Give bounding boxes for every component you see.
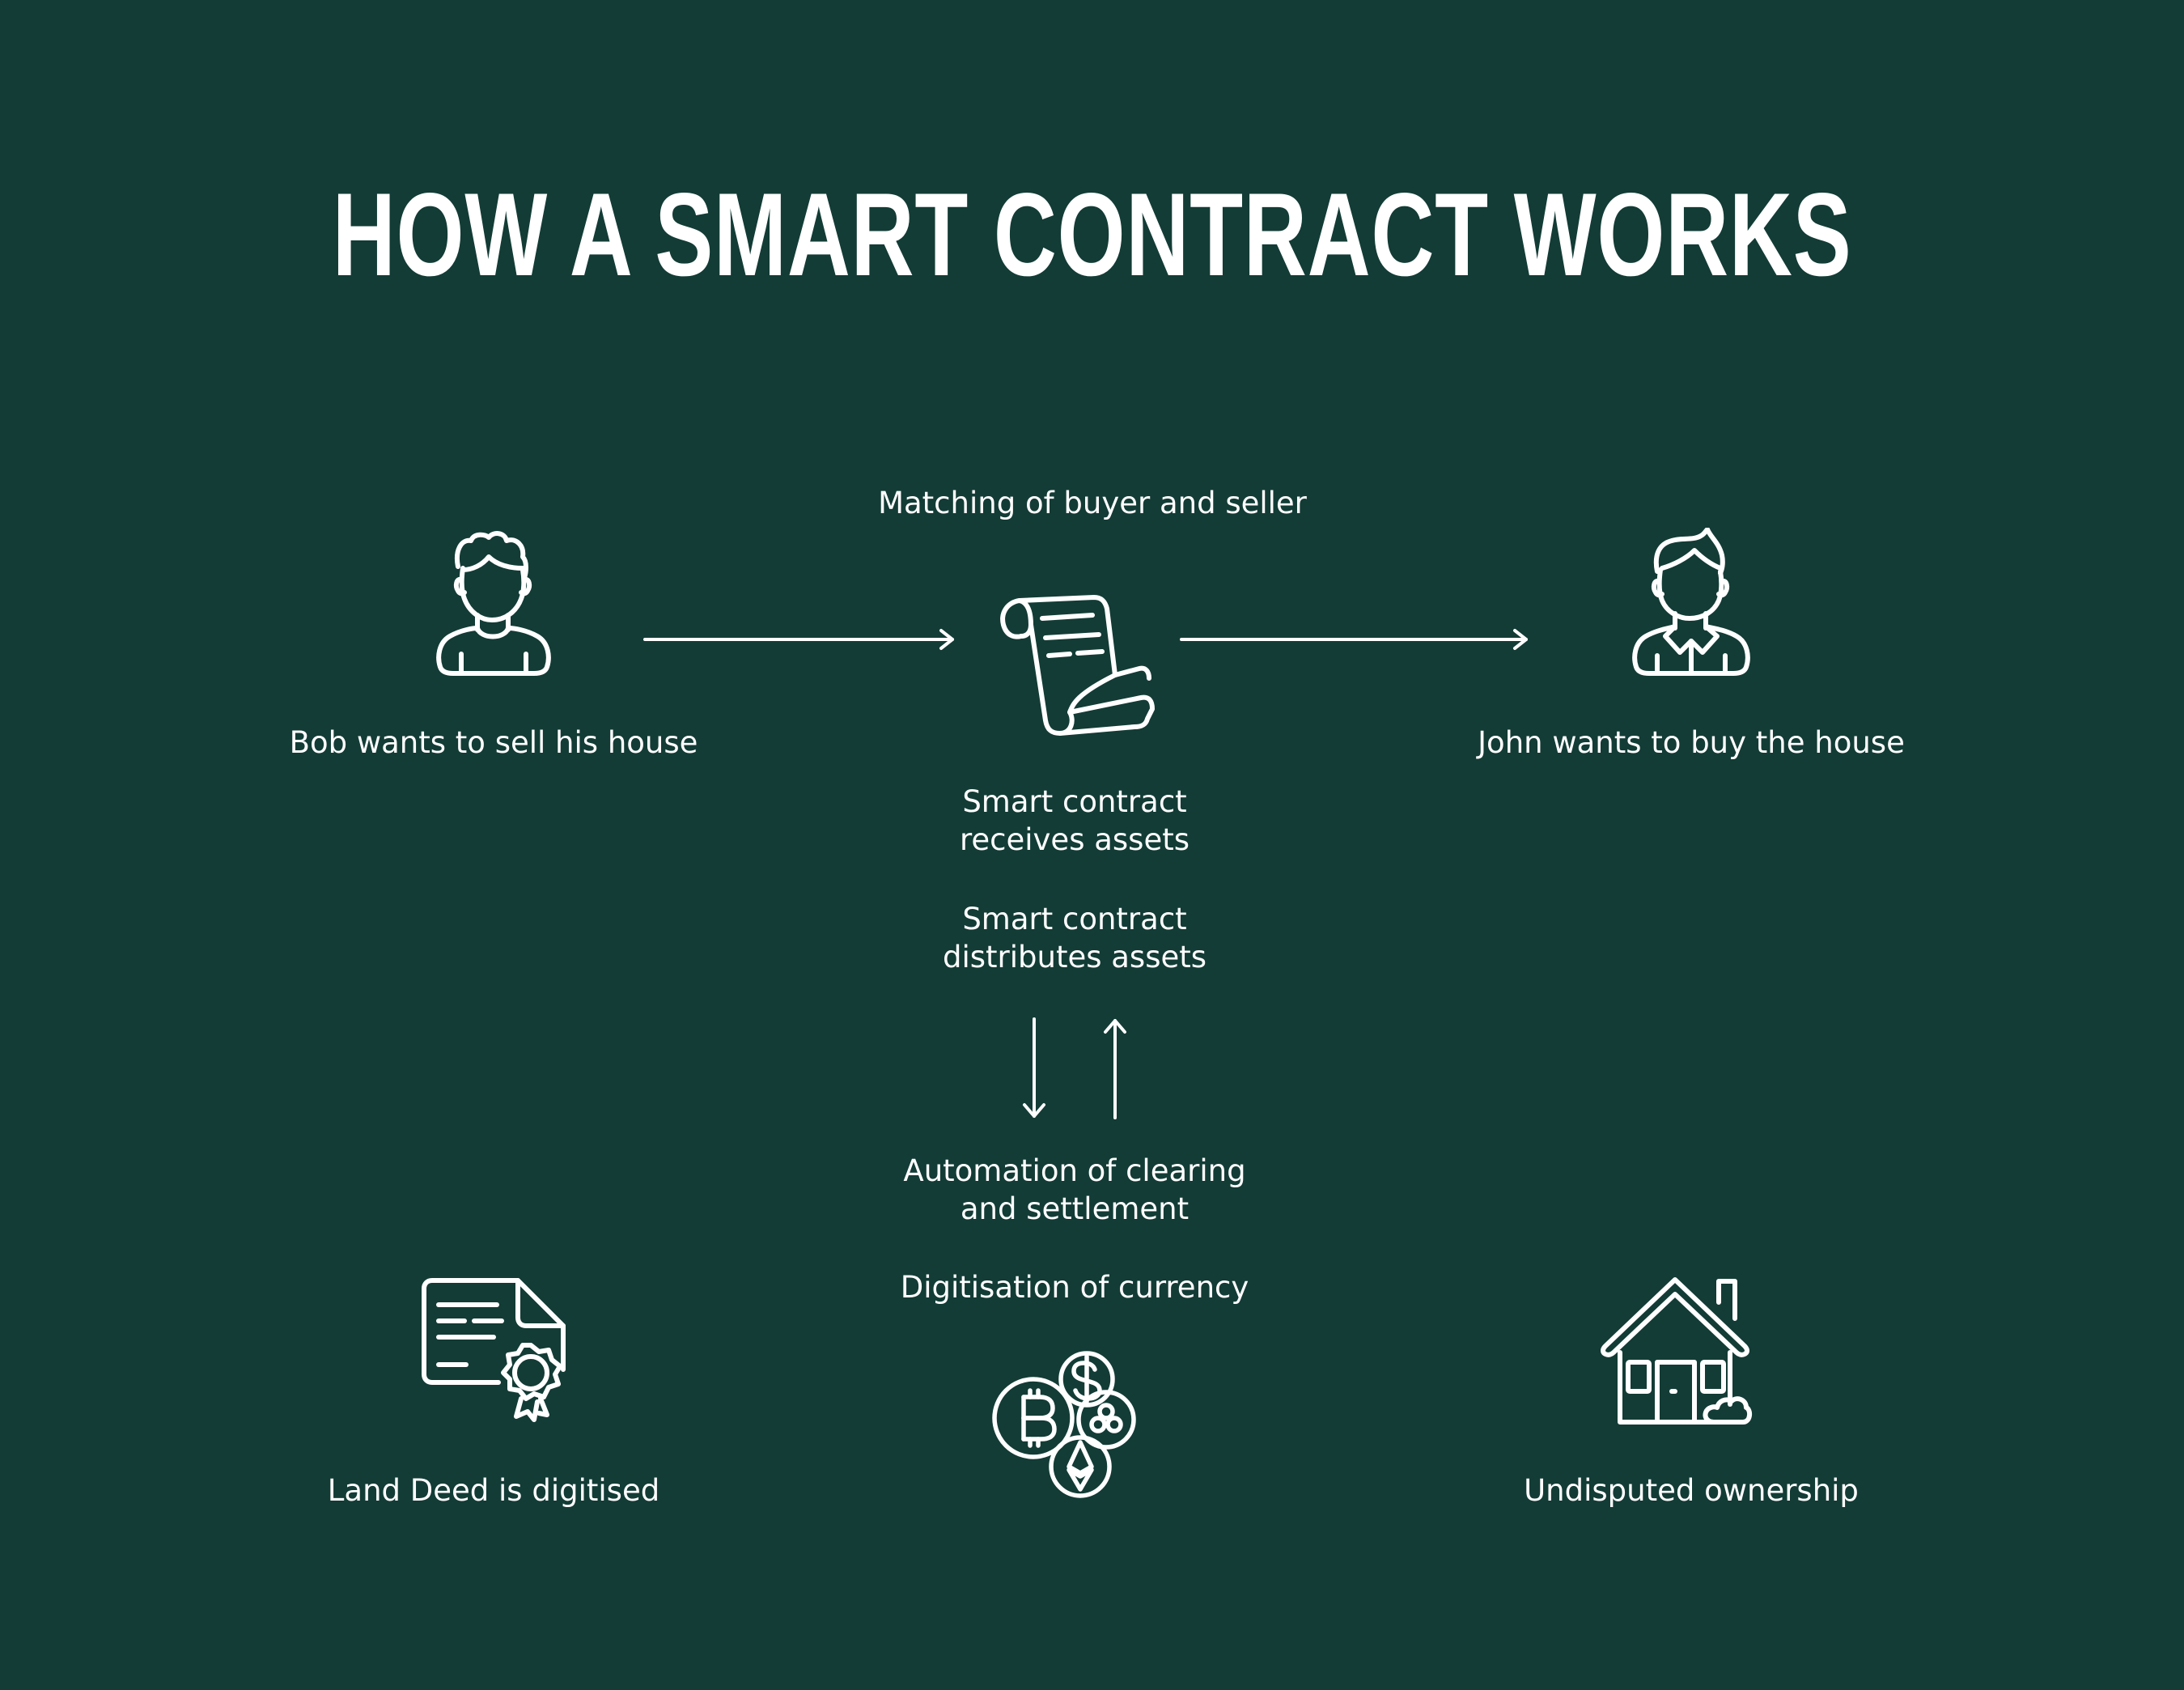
digitisation-label: Digitisation of currency — [900, 1270, 1249, 1305]
automation-label: Automation of clearing and settlement — [832, 1152, 1317, 1228]
smart-contract-scroll-icon — [995, 591, 1157, 737]
arrow-right-to-buyer — [1178, 626, 1531, 652]
land-deed-label: Land Deed is digitised — [327, 1473, 660, 1508]
buyer-person-icon — [1626, 528, 1756, 680]
automation-line-2: and settlement — [960, 1191, 1190, 1226]
arrow-down-icon — [1020, 1016, 1048, 1121]
cryptocurrency-coins-icon — [991, 1350, 1142, 1501]
land-deed-certificate-icon — [421, 1277, 566, 1423]
contract-receives-label: Smart contract receives assets — [832, 783, 1317, 859]
matching-label: Matching of buyer and seller — [878, 486, 1307, 520]
buyer-label: John wants to buy the house — [1478, 725, 1905, 760]
contract-receives-line-2: receives assets — [959, 822, 1190, 857]
house-ownership-icon — [1601, 1275, 1754, 1429]
contract-distributes-label: Smart contract distributes assets — [832, 900, 1317, 976]
automation-line-1: Automation of clearing — [903, 1153, 1246, 1188]
arrow-right-to-contract — [642, 626, 957, 652]
seller-person-icon — [429, 528, 558, 680]
contract-distributes-line-1: Smart contract — [962, 902, 1187, 936]
arrow-up-icon — [1101, 1016, 1129, 1121]
seller-label: Bob wants to sell his house — [289, 725, 698, 760]
contract-distributes-line-2: distributes assets — [942, 940, 1207, 975]
contract-receives-line-1: Smart contract — [962, 784, 1187, 819]
page-title: HOW A SMART CONTRACT WORKS — [332, 168, 1852, 300]
ownership-label: Undisputed ownership — [1524, 1473, 1859, 1508]
